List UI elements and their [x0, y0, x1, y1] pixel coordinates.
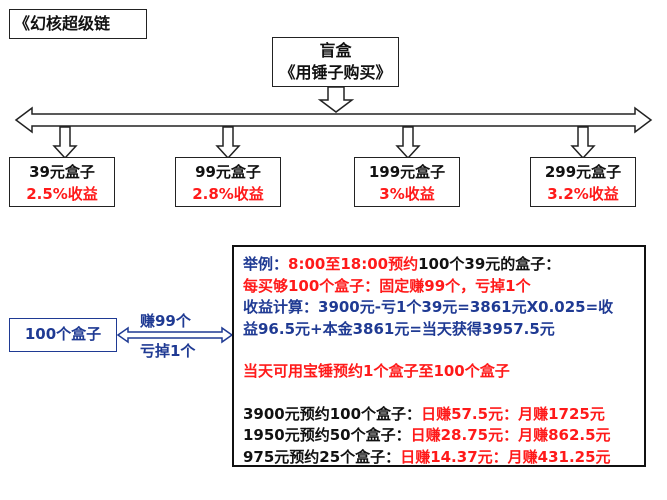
horizontal-double-arrow — [14, 106, 653, 134]
tier-yield: 2.8%收益 — [192, 185, 264, 203]
row-label: 1950元预约50个盒子： — [243, 426, 411, 444]
tier-yield: 3%收益 — [379, 185, 435, 203]
tier-1-down-arrow — [52, 126, 78, 160]
example-line-3: 收益计算：3900元-亏1个39元=3861元X0.025=收 — [243, 298, 614, 316]
example-panel: 举例：8:00至18:00预约100个39元的盒子： 每买够100个盒子：固定赚… — [232, 245, 646, 467]
lose-label: 亏掉1个 — [140, 342, 196, 360]
example-line-2: 每买够100个盒子：固定赚99个，亏掉1个 — [243, 276, 531, 295]
example-row: 975元预约25个盒子：日赚14.37元：月赚431.25元 — [243, 447, 644, 469]
example-row: 1950元预约50个盒子：日赚28.75元：月赚862.5元 — [243, 425, 644, 447]
example-row: 3900元预约100个盒子：日赚57.5元：月赚1725元 — [243, 404, 644, 426]
row-daily: 日赚57.5元： — [421, 404, 519, 423]
tier-2-down-arrow — [215, 126, 241, 160]
tier-price: 99元盒子 — [195, 163, 261, 181]
spacer — [243, 340, 644, 361]
box-count-node: 100个盒子 — [9, 318, 117, 352]
tier-node-39: 39元盒子 2.5%收益 — [9, 157, 115, 207]
tier-yield: 3.2%收益 — [547, 185, 619, 203]
blind-box-label: 盲盒 — [319, 41, 352, 60]
row-monthly: 月赚862.5元 — [518, 426, 611, 444]
row-monthly: 月赚431.25元 — [507, 447, 611, 466]
diagram-title: 《幻核超级链 — [9, 9, 147, 39]
blind-box-node: 盲盒 《用锤子购买》 — [272, 37, 399, 87]
example-line-1: 举例：8:00至18:00预约100个39元的盒子： — [243, 254, 644, 276]
example-line-5: 当天可用宝锤预约1个盒子至100个盒子 — [243, 362, 510, 380]
tier-price: 39元盒子 — [29, 163, 95, 181]
blind-box-down-arrow — [317, 86, 355, 113]
tier-node-99: 99元盒子 2.8%收益 — [175, 157, 281, 207]
row-daily: 日赚28.75元： — [410, 426, 519, 444]
row-label: 3900元预约100个盒子： — [243, 404, 422, 423]
tier-price: 299元盒子 — [544, 163, 622, 181]
tier-node-199: 199元盒子 3%收益 — [354, 157, 460, 207]
example-line-1-rest: 100个39元的盒子： — [418, 255, 561, 273]
row-monthly: 月赚1725元 — [518, 404, 605, 423]
example-prefix: 举例： — [243, 255, 289, 273]
spacer — [243, 383, 644, 404]
tier-yield: 2.5%收益 — [26, 185, 98, 203]
tier-4-down-arrow — [570, 126, 596, 160]
example-line-4: 益96.5元+本金3861元=当天获得3957.5元 — [243, 319, 555, 338]
blind-box-purchase-note: 《用锤子购买》 — [279, 63, 392, 82]
tier-node-299: 299元盒子 3.2%收益 — [530, 157, 636, 207]
tier-price: 199元盒子 — [368, 163, 446, 181]
example-time: 8:00至18:00预约 — [288, 255, 419, 273]
earn-label: 赚99个 — [140, 312, 191, 330]
row-label: 975元预约25个盒子： — [243, 447, 401, 466]
tier-3-down-arrow — [395, 126, 421, 160]
row-daily: 日赚14.37元： — [400, 447, 508, 466]
